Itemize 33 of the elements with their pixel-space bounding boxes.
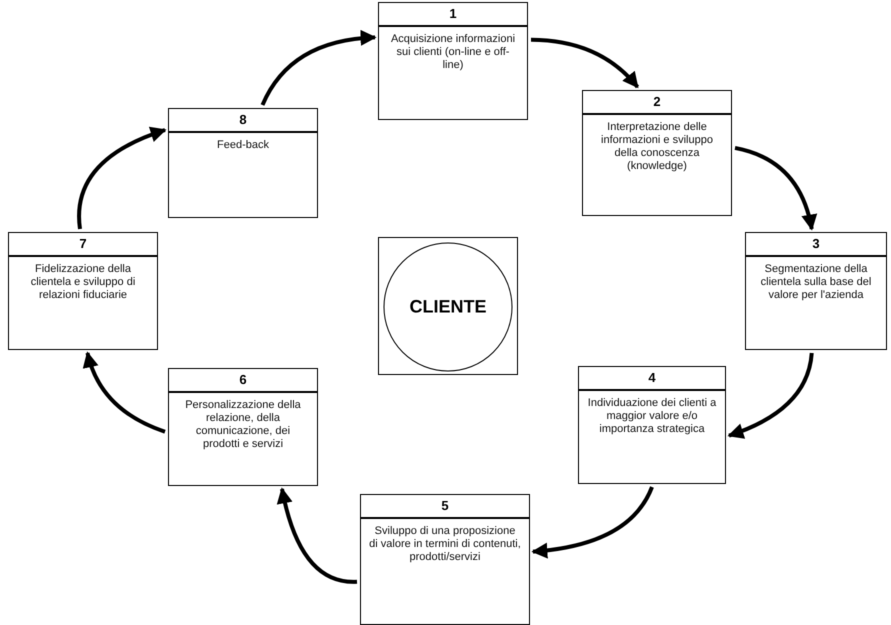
step-box <box>8 232 158 350</box>
step-box <box>578 366 726 484</box>
curved-arrow <box>530 38 640 88</box>
step-description: Interpretazione delle informazioni e sviluppo della conoscenza (knowledge) <box>600 120 714 174</box>
step-number: 2 <box>583 91 731 115</box>
step-box <box>582 90 732 216</box>
step-box <box>378 2 528 120</box>
step-box <box>360 494 530 625</box>
curved-arrow <box>83 351 166 434</box>
step-box <box>168 108 318 218</box>
step-number: 4 <box>579 367 725 391</box>
step-description: Sviluppo di una proposizione di valore in termini di contenuti, prodotti/servizi <box>368 524 522 565</box>
curved-arrow <box>77 127 166 230</box>
step-number: 3 <box>746 233 886 257</box>
step-description: Personalizzazione della relazione, della comunicazione, dei prodotti e servizi <box>184 398 302 452</box>
step-number: 8 <box>169 109 317 133</box>
curved-arrow <box>734 146 817 231</box>
curved-arrow <box>277 487 358 584</box>
step-number: 7 <box>9 233 157 257</box>
step-number: 1 <box>379 3 527 27</box>
step-number: 5 <box>361 495 529 519</box>
curved-arrow <box>260 30 377 106</box>
step-description: Feed-back <box>216 138 270 153</box>
step-description: Individuazione dei clienti a maggior valore e/o importanza strategica <box>586 396 718 437</box>
circle-node: CLIENTE <box>383 242 513 372</box>
step-description: Fidelizzazione della clientela e sviluppo di relazioni fiduciarie <box>30 262 136 303</box>
curved-arrow <box>531 486 654 558</box>
step-description: Segmentazione della clientela sulla base del valore per l'azienda <box>760 262 872 303</box>
step-description: Acquisizione informazioni sui clienti (on-line e off-line) <box>390 32 516 73</box>
step-box <box>168 368 318 486</box>
step-box <box>745 232 887 350</box>
curved-arrow <box>728 352 814 438</box>
step-number: 6 <box>169 369 317 393</box>
